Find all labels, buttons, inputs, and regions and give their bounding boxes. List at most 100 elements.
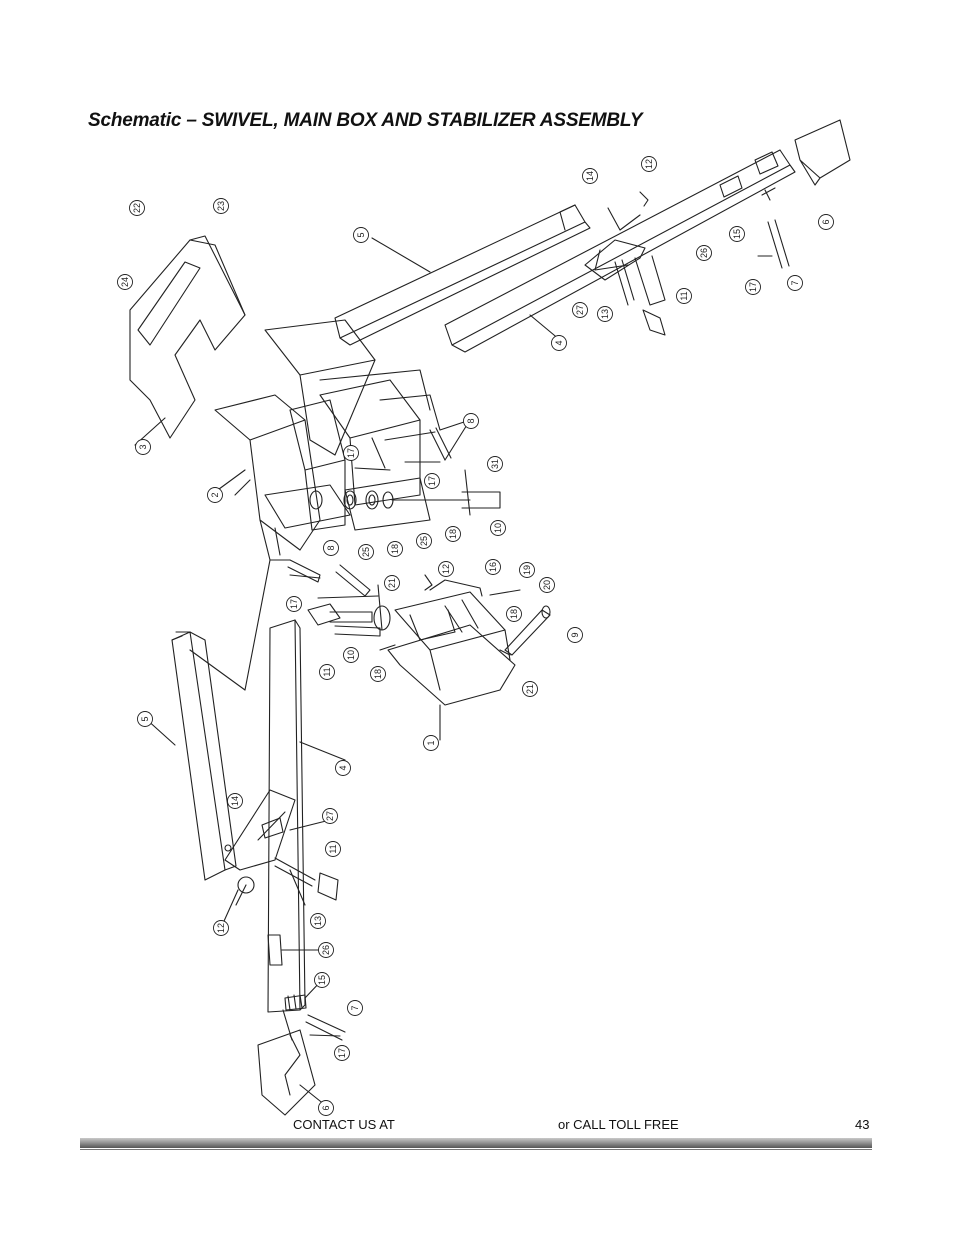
stabilizer-foot-lower xyxy=(257,1029,316,1116)
callout-number: 22 xyxy=(132,203,142,213)
footer-call: or CALL TOLL FREE xyxy=(558,1117,679,1132)
callout-number: 5 xyxy=(140,716,150,721)
callout-7: 7 xyxy=(347,1000,363,1016)
callout-number: 18 xyxy=(390,544,400,554)
page-number: 43 xyxy=(855,1117,870,1132)
callout-circle xyxy=(343,445,359,461)
callout-number: 17 xyxy=(289,599,299,609)
callout-circle xyxy=(319,664,335,680)
callout-circle xyxy=(334,1045,350,1061)
callout-26: 26 xyxy=(318,942,334,958)
callout-number: 12 xyxy=(441,564,451,574)
callout-number: 2 xyxy=(210,492,220,497)
callout-circle xyxy=(522,681,538,697)
callout-number: 18 xyxy=(373,669,383,679)
callout-number: 17 xyxy=(748,282,758,292)
callout-22: 22 xyxy=(129,200,145,216)
callout-number: 7 xyxy=(790,280,800,285)
callout-circle xyxy=(227,793,243,809)
callout-number: 24 xyxy=(120,277,130,287)
callout-circle xyxy=(358,544,374,560)
callout-number: 1 xyxy=(426,740,436,745)
callout-circle xyxy=(597,306,613,322)
callout-number: 7 xyxy=(350,1005,360,1010)
callout-number: 3 xyxy=(138,444,148,449)
callout-circle xyxy=(314,972,330,988)
callout-2: 2 xyxy=(207,487,223,503)
callout-15: 15 xyxy=(729,226,745,242)
callout-14: 14 xyxy=(582,168,598,184)
callout-3: 3 xyxy=(135,439,151,455)
callout-number: 25 xyxy=(361,547,371,557)
callout-4: 4 xyxy=(335,760,351,776)
callout-8: 8 xyxy=(323,540,339,556)
callout-31: 31 xyxy=(487,456,503,472)
callout-18: 18 xyxy=(387,541,403,557)
callout-17: 17 xyxy=(334,1045,350,1061)
callout-14: 14 xyxy=(227,793,243,809)
callout-number: 6 xyxy=(321,1105,331,1110)
callout-number: 27 xyxy=(325,811,335,821)
callout-number: 13 xyxy=(313,916,323,926)
callout-circle xyxy=(353,227,369,243)
callout-number: 16 xyxy=(488,562,498,572)
callout-circle xyxy=(318,1100,334,1116)
callout-number: 4 xyxy=(338,765,348,770)
callout-number: 27 xyxy=(575,305,585,315)
callout-circle xyxy=(539,577,555,593)
callout-15: 15 xyxy=(314,972,330,988)
callout-23: 23 xyxy=(213,198,229,214)
callout-number: 13 xyxy=(600,309,610,319)
callout-17: 17 xyxy=(424,473,440,489)
callout-circle xyxy=(423,735,439,751)
callout-circle xyxy=(485,559,501,575)
callout-circle xyxy=(567,627,583,643)
callout-circle xyxy=(424,473,440,489)
callout-25: 25 xyxy=(416,533,432,549)
callout-11: 11 xyxy=(676,288,692,304)
callout-4: 4 xyxy=(551,335,567,351)
callout-27: 27 xyxy=(322,808,338,824)
callout-26: 26 xyxy=(696,245,712,261)
callout-12: 12 xyxy=(213,920,229,936)
callout-circle xyxy=(335,760,351,776)
callout-number: 8 xyxy=(466,418,476,423)
callout-number: 21 xyxy=(525,684,535,694)
callout-circle xyxy=(787,275,803,291)
callout-circle xyxy=(729,226,745,242)
callout-number: 10 xyxy=(493,523,503,533)
lower-leg-4 xyxy=(267,619,301,1013)
callout-number: 9 xyxy=(570,632,580,637)
callout-circle xyxy=(213,920,229,936)
callout-number: 26 xyxy=(699,248,709,258)
stabilizer-foot-upper xyxy=(794,119,851,186)
callout-17: 17 xyxy=(286,596,302,612)
callout-circle xyxy=(137,711,153,727)
swivel-plate xyxy=(387,624,516,706)
callout-5: 5 xyxy=(137,711,153,727)
callout-17: 17 xyxy=(745,279,761,295)
callout-number: 4 xyxy=(554,340,564,345)
callout-number: 5 xyxy=(356,232,366,237)
callout-number: 11 xyxy=(679,291,689,300)
callout-number: 12 xyxy=(644,159,654,169)
callout-circle xyxy=(207,487,223,503)
callout-circle xyxy=(487,456,503,472)
callout-number: 14 xyxy=(230,796,240,806)
callout-13: 13 xyxy=(597,306,613,322)
callout-18: 18 xyxy=(445,526,461,542)
callout-circle xyxy=(416,533,432,549)
callout-circle xyxy=(213,198,229,214)
callout-20: 20 xyxy=(539,577,555,593)
callout-circle xyxy=(519,562,535,578)
callout-circle xyxy=(318,942,334,958)
callout-number: 23 xyxy=(216,201,226,211)
callout-number: 18 xyxy=(509,609,519,619)
callout-circle xyxy=(384,575,400,591)
page-title: Schematic – SWIVEL, MAIN BOX AND STABILI… xyxy=(88,110,643,131)
callout-number: 19 xyxy=(522,565,532,575)
callout-number: 15 xyxy=(732,229,742,239)
callout-circle xyxy=(322,808,338,824)
callout-circle xyxy=(323,540,339,556)
